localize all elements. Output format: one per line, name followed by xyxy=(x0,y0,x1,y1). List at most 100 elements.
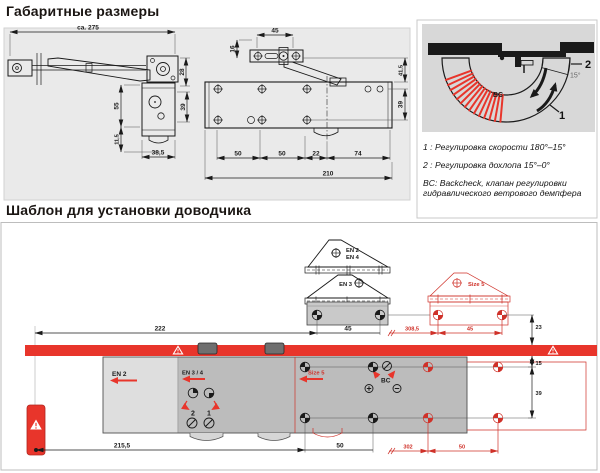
drill-point xyxy=(311,309,323,321)
bracket-en2-en4: EN 2 EN 4 xyxy=(304,239,391,275)
dim-seg1: 50 xyxy=(234,151,242,158)
drawing-panel xyxy=(3,27,411,201)
piston-cap xyxy=(264,342,285,355)
dim-bracket-width: 45 xyxy=(271,28,279,35)
closer-body-template: EN 2 EN 3 / 4 Size 5 2 1 BC xyxy=(102,342,587,441)
section-title-dimensions: Габаритные размеры xyxy=(6,3,160,19)
frame-bar-right xyxy=(560,42,594,53)
body-en34-label: EN 3 / 4 xyxy=(182,371,204,377)
dim-total-length: 210 xyxy=(323,171,334,178)
dim-hinge-to-holes: 215,5 xyxy=(114,443,131,450)
drill-point-red xyxy=(432,309,444,321)
mounting-plate xyxy=(306,301,389,326)
dim-body-width: 38,5 xyxy=(152,150,165,157)
pinion-cap xyxy=(148,136,169,144)
valve-1-label: 1 xyxy=(207,411,211,418)
dim-axle-offset: 39 xyxy=(180,103,187,111)
dim-plate-holes-45: 45 xyxy=(344,326,352,333)
angle-diagram: BC 2 15° 1 xyxy=(422,24,595,132)
valve-2-label: 2 xyxy=(191,411,195,418)
drill-point xyxy=(374,309,386,321)
dim-size5-body-offset: 302 xyxy=(403,445,412,451)
dim-seg3: 22 xyxy=(312,151,320,158)
bc-label: BC xyxy=(381,378,391,385)
bc-arrow-right xyxy=(387,370,396,379)
body-en2-label: EN 2 xyxy=(112,371,127,378)
closer-body-front xyxy=(204,81,393,129)
dim-size5-offset: 308,5 xyxy=(405,327,419,333)
bracket-size5-label: Size 5 xyxy=(468,282,485,288)
dim-bracket-depth: 16 xyxy=(230,45,237,53)
bottom-dimensions: 215,5 50 302 50 xyxy=(35,423,499,455)
valve-1-turn-arrow xyxy=(211,400,220,411)
bracket-en3-label: EN 3 xyxy=(339,282,353,288)
backcheck-hatching xyxy=(444,69,504,123)
dim-below-body: 11,5 xyxy=(115,134,121,145)
body-drill-points-red xyxy=(422,361,504,424)
swing-arc xyxy=(441,57,571,123)
closer-body-side xyxy=(141,82,176,137)
closer-side-view: ca. 275 28 55 39 11,5 38,5 xyxy=(7,25,190,160)
dim-row-gap-39: 39 xyxy=(536,391,542,397)
dim-size5-body-holes: 50 xyxy=(459,445,465,451)
dim-overall-222: 222 xyxy=(155,326,166,333)
dim-overall-length: ca. 275 xyxy=(77,25,99,32)
backcheck-label: BC xyxy=(493,92,503,99)
plus-icon xyxy=(364,384,374,393)
dim-body-holes-50: 50 xyxy=(336,443,344,450)
frame-bar-left xyxy=(428,43,502,55)
bracket-en4-label: EN 4 xyxy=(346,255,360,261)
dim-plate-to-frame-23: 23 xyxy=(536,325,542,331)
hinge-marker xyxy=(26,404,46,456)
installation-template: EN 2 EN 4 EN 3 Size 5 xyxy=(0,222,598,471)
label-2: 2 xyxy=(585,59,591,71)
valve-1-icon xyxy=(203,387,215,399)
angle-15: 15° xyxy=(570,72,581,80)
end-cap xyxy=(189,433,224,441)
warning-triangle-icon xyxy=(30,419,42,430)
valve-1-screw-icon xyxy=(203,417,215,429)
size5-plate xyxy=(429,301,509,326)
opening-arrow xyxy=(536,82,558,113)
rod-connector xyxy=(85,63,93,73)
screw-holes xyxy=(213,84,384,125)
pinion-cover xyxy=(313,128,339,137)
end-cap-size5 xyxy=(312,428,343,438)
label-1: 1 xyxy=(559,110,565,122)
arm-lever xyxy=(47,57,151,82)
valve-2-turn-arrow xyxy=(181,400,190,411)
note-speed: 1 : Регулировка скорости 180°–15° xyxy=(423,142,566,152)
drill-point-red xyxy=(496,309,508,321)
dim-size5-plate-holes: 45 xyxy=(467,327,473,333)
frame-band xyxy=(25,345,597,356)
bc-arrow-left xyxy=(372,370,381,379)
bc-screw-icon xyxy=(382,361,392,371)
dim-drop: 41,5 xyxy=(399,65,405,76)
door-leaf-bar xyxy=(498,51,566,57)
section-title-template: Шаблон для установки доводчика xyxy=(6,202,252,218)
note-backcheck: BC: Backcheck, клапан регулировки гидрав… xyxy=(423,178,582,199)
valve-2-screw-icon xyxy=(186,417,198,429)
regulation-notes: 1 : Регулировка скорости 180°–15° 2 : Ре… xyxy=(423,142,595,207)
dim-seg2: 50 xyxy=(278,151,286,158)
closing-arrow xyxy=(529,67,548,99)
end-cap xyxy=(257,433,291,441)
bracket-en2-label: EN 2 xyxy=(346,248,359,254)
note-latch: 2 : Регулировка дохлопа 15°–0° xyxy=(423,160,550,171)
mounting-bracket xyxy=(249,49,304,63)
dimension-drawing: ca. 275 28 55 39 11,5 38,5 xyxy=(3,19,598,219)
closer-front-view: 45 16 41,5 xyxy=(204,28,408,181)
dim-row-gap: 39 xyxy=(398,101,405,109)
slide-shoe xyxy=(7,59,33,77)
dim-body-height: 55 xyxy=(114,102,121,110)
warning-triangle-icon xyxy=(172,345,184,355)
size5-outline xyxy=(467,361,587,431)
arm-bracket xyxy=(146,55,179,83)
dim-arm-height: 28 xyxy=(179,68,186,76)
warning-triangle-icon xyxy=(547,345,559,355)
dim-seg4: 74 xyxy=(354,151,362,158)
body-size5-label: Size 5 xyxy=(308,371,325,377)
minus-icon xyxy=(392,384,402,393)
upper-dimensions: 222 45 308,5 45 23 xyxy=(34,314,542,405)
